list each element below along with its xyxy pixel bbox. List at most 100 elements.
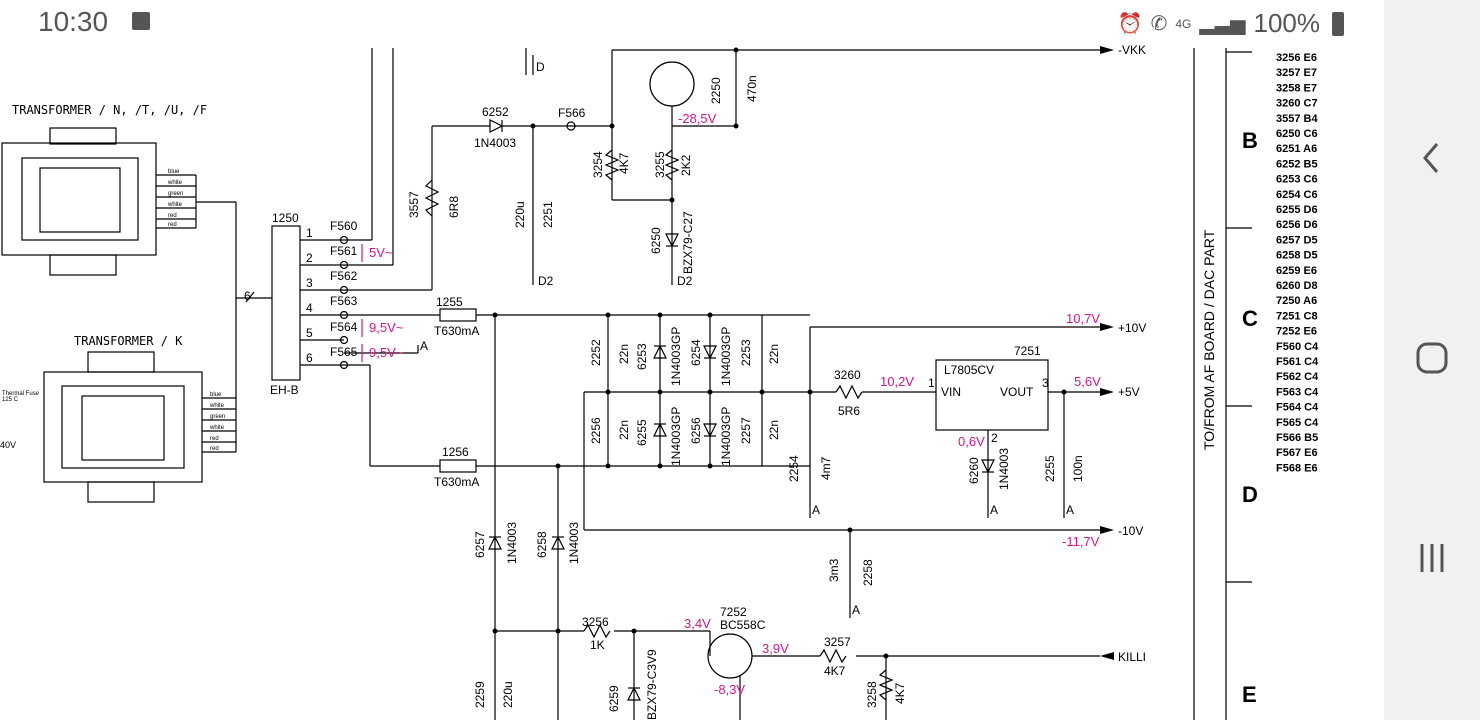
schematic-viewer[interactable]: TRANSFORMER / N, /T, /U, /F TRANSFORMER …: [0, 40, 1384, 720]
parts-list-item: 6254 C6: [1276, 189, 1318, 201]
fuse-pin-f564: F564: [330, 320, 358, 334]
parts-list-item: F564 C4: [1276, 402, 1319, 414]
recents-button[interactable]: [1384, 518, 1480, 598]
bus-label: 6: [244, 289, 251, 303]
ground-a-6260: A: [990, 503, 998, 517]
resistor-3557-value: 6R8: [447, 196, 461, 218]
plus-10v-label: +10V: [1118, 321, 1146, 335]
transformer2-body: [43, 371, 203, 483]
voltage-9-5v-ac-a: 9,5V~: [369, 320, 404, 335]
diode-6250-type: BZX79-C27: [681, 211, 695, 274]
fuse-1255-label: 1255: [436, 295, 463, 309]
side-label: TO/FROM AF BOARD / DAC PART: [1201, 229, 1217, 450]
ic-pin-1: 1: [928, 376, 935, 390]
voltage-minus-11-7: -11,7V: [1062, 534, 1100, 549]
parts-list-item: F568 E6: [1276, 462, 1318, 474]
resistor-3257-label: 3257: [824, 635, 851, 649]
transistor-7252-label: 7252: [720, 605, 747, 619]
ic-pin-2: 2: [991, 431, 998, 445]
home-button[interactable]: [1384, 318, 1480, 398]
parts-list-item: 6250 C6: [1276, 128, 1318, 140]
parts-list-item: 6259 E6: [1276, 265, 1317, 277]
resistor-3256-label: 3256: [582, 615, 609, 629]
ground-a-2254: A: [812, 503, 820, 517]
transformer1-title: TRANSFORMER / N, /T, /U, /F: [12, 103, 207, 117]
diode-6258-type: 1N4003: [567, 522, 581, 564]
pin-1: 1: [306, 226, 313, 240]
alarm-icon: ⏰: [1117, 13, 1143, 35]
parts-list-item: 6251 A6: [1276, 143, 1317, 155]
back-button[interactable]: [1384, 118, 1480, 198]
back-icon: [1423, 143, 1439, 173]
ground-a-2255: A: [1066, 503, 1074, 517]
cap-2252-value: 22n: [617, 344, 631, 364]
diode-6258-label: 6258: [535, 531, 549, 558]
killi-label: KILLI: [1118, 650, 1146, 664]
voltage-9-5v-ac-b: 9,5V~: [369, 345, 404, 360]
ic-7251: [935, 359, 1049, 431]
cap-2251-label: 2251: [541, 201, 555, 228]
cap-2253-value: 22n: [767, 344, 781, 364]
diode-6254-label: 6254: [689, 339, 703, 366]
diode-6252-label: 6252: [482, 105, 509, 119]
connector-1250: [271, 225, 301, 381]
cap-2253-label: 2253: [739, 339, 753, 366]
parts-list-item: 3260 C7: [1276, 98, 1318, 110]
pin-2: 2: [306, 251, 313, 265]
cap-2258-value: 3m3: [827, 558, 841, 582]
transistor-7252-type: BC558C: [720, 618, 766, 632]
ic-vin: VIN: [941, 385, 961, 399]
status-bar: 10:30 ⏰ ✆ 4G ▂▃▅ 100%: [0, 0, 1384, 48]
cap-2250-value: 470n: [745, 75, 759, 102]
resistor-3255-value: 2K2: [679, 154, 693, 176]
voltage-5v-ac: 5V~: [369, 245, 393, 260]
cap-2255-value: 100n: [1071, 455, 1085, 482]
parts-list-item: 7252 E6: [1276, 326, 1317, 338]
navigation-bar: [1384, 0, 1480, 720]
ic-7251-label: 7251: [1014, 344, 1041, 358]
parts-list-item: 6258 D5: [1276, 250, 1318, 262]
transformer2-title: TRANSFORMER / K: [74, 334, 183, 348]
voltage-10-7: 10,7V: [1066, 311, 1100, 326]
voltage-40-label: 40V: [0, 440, 16, 450]
diode-6255-label: 6255: [635, 419, 649, 446]
pin-4: 4: [306, 301, 313, 315]
ground-d2-label-b: D2: [677, 274, 693, 288]
resistor-3254-value: 4K7: [617, 152, 631, 174]
wire2-color-1: blue: [210, 392, 222, 398]
ground-d2-label-a: D2: [538, 274, 554, 288]
parts-list-item: 7251 C8: [1276, 310, 1318, 322]
wire-color-4: white: [167, 202, 183, 208]
minus-10v-label: -10V: [1118, 524, 1143, 538]
diode-6255-type: 1N4003GP: [669, 407, 683, 466]
diode-6250-label: 6250: [649, 227, 663, 254]
status-right: ⏰ ✆ 4G ▂▃▅ 100%: [1118, 8, 1344, 39]
wifi-calling-icon: ✆: [1150, 13, 1168, 35]
pin-3: 3: [306, 276, 313, 290]
fuse-1256-value: T630mA: [434, 475, 479, 489]
parts-list-item: 6255 D6: [1276, 204, 1318, 216]
ic-pin-3: 3: [1042, 376, 1049, 390]
parts-list-item: 3256 E6: [1276, 52, 1317, 64]
resistor-3557-label: 3557: [407, 191, 421, 218]
parts-list-item: F567 E6: [1276, 447, 1318, 459]
diode-6260-label: 6260: [967, 457, 981, 484]
connector-type-label: EH-B: [270, 383, 299, 397]
recents-icon: [1420, 544, 1444, 572]
wire-color-1: blue: [168, 169, 180, 175]
ground-d-label: D: [536, 60, 545, 74]
parts-list-item: 3258 E7: [1276, 82, 1317, 94]
parts-list-item: 3557 B4: [1276, 113, 1318, 125]
parts-list-item: F565 C4: [1276, 417, 1319, 429]
fuse-pin-f562: F562: [330, 269, 358, 283]
resistor-3258-value: 4K7: [893, 682, 907, 704]
wire2-color-5: red: [210, 436, 219, 442]
network-type-icon: 4G: [1175, 16, 1192, 31]
wire2-color-2: white: [209, 403, 225, 409]
resistor-3256-value: 1K: [590, 638, 605, 652]
cap-2252-label: 2252: [589, 339, 603, 366]
voltage-0-6: 0,6V: [958, 434, 985, 449]
diode-6260-type: 1N4003: [997, 448, 1011, 490]
plus-5v-label: +5V: [1118, 385, 1140, 399]
